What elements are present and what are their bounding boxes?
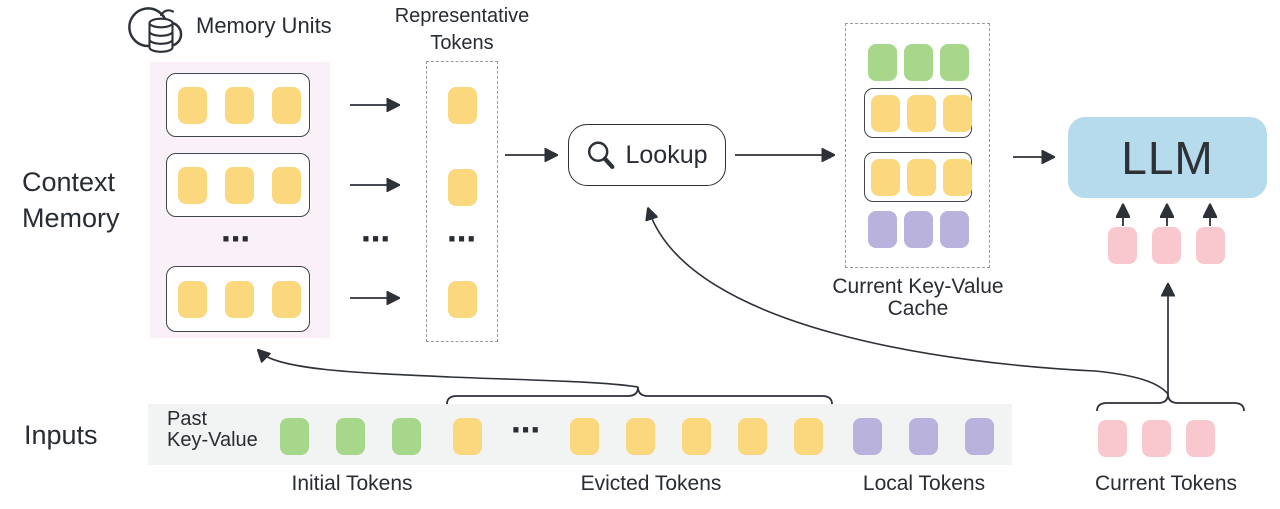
cache-row-local — [868, 211, 969, 248]
inputs-label: Inputs — [24, 420, 98, 450]
memory-unit-row — [166, 73, 310, 137]
token-yellow — [448, 169, 477, 206]
token-yellow — [272, 86, 301, 124]
cache-row-initial — [868, 44, 969, 81]
evicted-tokens-brace — [446, 386, 833, 405]
lookup-module: Lookup — [568, 124, 726, 186]
initial-tokens-caption: Initial Tokens — [291, 472, 413, 495]
token-yellow — [794, 418, 823, 455]
token-yellow — [448, 281, 477, 318]
token-purple — [853, 418, 882, 455]
llm-box: LLM — [1068, 117, 1267, 198]
token-purple — [909, 418, 938, 455]
representative-ellipsis: ⋯ — [447, 224, 477, 256]
current-tokens-caption: Current Tokens — [1094, 472, 1238, 495]
token-yellow — [570, 418, 599, 455]
token-yellow — [871, 94, 900, 132]
cache-row-retrieved-unit — [864, 88, 972, 138]
past-key-value-label: Past Key-Value — [167, 408, 258, 451]
token-green — [904, 44, 933, 81]
context-memory-label: Context Memory — [22, 167, 120, 233]
token-yellow — [272, 280, 301, 318]
lookup-label: Lookup — [625, 140, 708, 169]
token-green — [336, 418, 365, 455]
token-yellow — [448, 87, 477, 124]
token-yellow — [682, 418, 711, 455]
token-yellow — [943, 94, 972, 132]
token-pink — [1098, 420, 1127, 457]
memory-ellipsis: ⋯ — [221, 224, 251, 256]
initial-tokens-group — [280, 418, 421, 455]
current-tokens-group — [1098, 420, 1215, 457]
token-yellow — [738, 418, 767, 455]
token-yellow — [178, 166, 207, 204]
current-kv-cache-label: Current Key-Value Cache — [832, 275, 1004, 320]
token-pink — [1152, 227, 1181, 264]
token-yellow — [453, 418, 482, 455]
local-tokens-group — [853, 418, 994, 455]
token-yellow — [943, 158, 972, 196]
representative-tokens-box — [426, 61, 498, 342]
token-purple — [904, 211, 933, 248]
token-purple — [868, 211, 897, 248]
memory-unit-row — [166, 266, 310, 332]
strip-ellipsis: ⋯ — [511, 415, 541, 447]
token-yellow — [225, 166, 254, 204]
current-kv-cache-box — [845, 23, 990, 268]
token-yellow — [225, 86, 254, 124]
token-yellow — [178, 86, 207, 124]
token-purple — [940, 211, 969, 248]
representative-tokens-label: Representative Tokens — [394, 5, 530, 54]
local-tokens-caption: Local Tokens — [862, 472, 986, 495]
token-green — [868, 44, 897, 81]
token-yellow — [272, 166, 301, 204]
token-green — [940, 44, 969, 81]
token-green — [392, 418, 421, 455]
cloud-database-icon — [128, 7, 183, 53]
token-yellow — [626, 418, 655, 455]
token-yellow — [871, 158, 900, 196]
memory-unit-row — [166, 153, 310, 217]
evicted-tokens-group — [570, 418, 823, 455]
token-purple — [965, 418, 994, 455]
search-icon — [588, 141, 615, 169]
memory-units-label: Memory Units — [196, 13, 332, 38]
token-pink — [1186, 420, 1215, 457]
token-pink — [1196, 227, 1225, 264]
cache-row-retrieved-unit — [864, 152, 972, 202]
evicted-to-memory-arrow — [260, 352, 639, 388]
token-pink — [1108, 227, 1137, 264]
token-yellow — [907, 158, 936, 196]
token-pink — [1142, 420, 1171, 457]
arrows-ellipsis: ⋯ — [361, 224, 391, 256]
token-yellow — [907, 94, 936, 132]
llm-label: LLM — [1121, 131, 1214, 184]
token-green — [280, 418, 309, 455]
token-yellow — [225, 280, 254, 318]
evicted-tokens-group — [453, 418, 482, 455]
token-yellow — [178, 280, 207, 318]
evicted-tokens-caption: Evicted Tokens — [580, 472, 722, 495]
current-tokens-brace — [1096, 393, 1245, 412]
llm-input-tokens — [1108, 227, 1225, 264]
